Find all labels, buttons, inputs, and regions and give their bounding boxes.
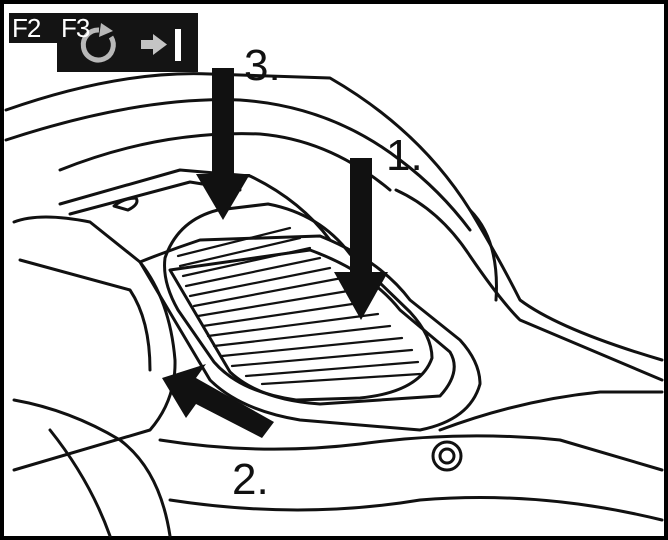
body-top-contour <box>4 72 664 362</box>
arrow-step-2-icon <box>162 364 274 438</box>
left-housing-lower <box>12 398 172 538</box>
right-body-top <box>394 188 664 382</box>
circle-arrow-icon <box>80 27 116 63</box>
mode-banner <box>57 13 198 72</box>
front-rail <box>58 168 332 242</box>
step-2-label: 2. <box>232 455 269 504</box>
body-inner-edge <box>58 132 392 192</box>
slider-ribs <box>176 226 422 386</box>
arrow-step-1-icon <box>334 158 388 320</box>
step-1-label: 1. <box>386 131 423 180</box>
small-slot <box>112 196 139 212</box>
mode-f2-label: F2 <box>9 13 57 43</box>
right-body-surface <box>438 390 664 432</box>
arrow-step-3-icon <box>196 68 250 220</box>
slider-tray <box>138 234 482 432</box>
slider-button <box>163 202 434 402</box>
body-shoulder-right <box>468 208 498 302</box>
left-housing-base <box>48 428 112 538</box>
circle-arrow-head-icon <box>99 23 113 37</box>
left-housing <box>12 215 177 472</box>
body-upper-edge <box>4 98 472 232</box>
front-lower-edge <box>168 496 664 522</box>
step-3-label: 3. <box>244 41 281 90</box>
arrow-right-icon <box>141 34 167 55</box>
front-edge <box>158 434 664 472</box>
mode-f3-label: F3 <box>61 13 90 43</box>
bar-icon <box>175 29 181 61</box>
round-button-inner <box>438 447 456 465</box>
left-housing-face <box>18 258 152 372</box>
round-button-outer <box>431 440 463 472</box>
